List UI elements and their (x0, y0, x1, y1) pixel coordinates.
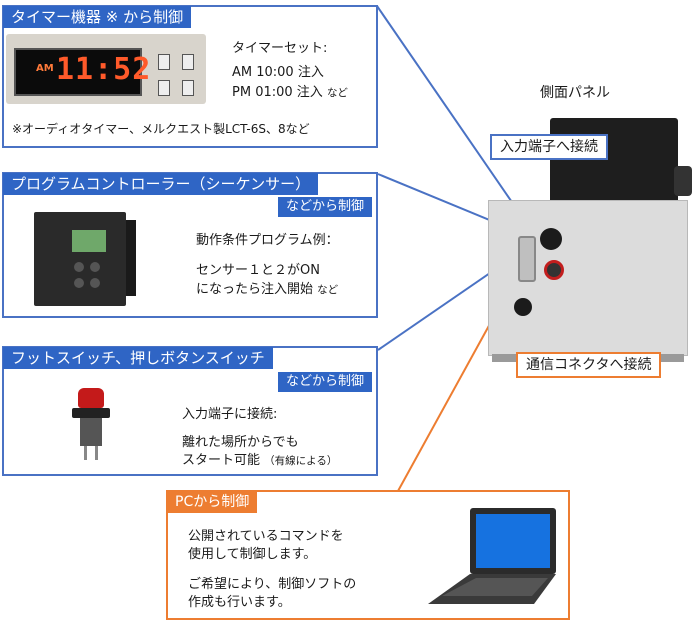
timer-display-ampm: AM (36, 63, 54, 74)
plc-button (90, 278, 100, 288)
timer-button (158, 54, 170, 70)
plc-line-2: になったら注入開始 など (196, 281, 338, 299)
timer-line-2: PM 01:00 注入 など (232, 84, 348, 102)
plc-button (74, 278, 84, 288)
pushbutton-collar (72, 408, 110, 418)
timer-note: ※オーディオタイマー、メルクエスト製LCT-6S、8など (12, 122, 310, 136)
comm-callout: 通信コネクタへ接続 (516, 352, 662, 378)
laptop-screen (476, 514, 550, 568)
plc-body (34, 212, 126, 306)
pushbutton-body (80, 418, 102, 446)
pc-line-3: ご希望により、制御ソフトの (188, 577, 357, 592)
plc-device-image (26, 206, 142, 310)
plc-terminal (126, 220, 136, 296)
timer-line-2-suffix: など (326, 87, 348, 99)
switch-line-1: 離れた場所からでも (182, 435, 299, 450)
black-terminal (514, 298, 532, 316)
plc-line-2-suffix: など (317, 284, 339, 296)
pushbutton-cap (78, 388, 104, 408)
timer-device-image: AM 11:52 (6, 34, 206, 104)
pc-line-2: 使用して制御します。 (188, 547, 317, 562)
plc-line-1: センサー１と２がON (196, 263, 320, 278)
input-terminal (540, 228, 562, 250)
switch-line-2-suffix: （有線による） (264, 455, 338, 467)
timer-line-1: AM 10:00 注入 (232, 65, 324, 80)
timer-display-time: 11:52 (56, 52, 152, 87)
plc-button (90, 262, 100, 272)
timer-button (182, 80, 194, 96)
switch-title: フットスイッチ、押しボタンスイッチ (3, 347, 273, 369)
pushbutton-image (66, 384, 116, 470)
plc-line-2-text: になったら注入開始 (196, 282, 314, 297)
laptop-image (428, 508, 556, 604)
input-callout: 入力端子へ接続 (490, 134, 608, 160)
side-panel-label: 側面パネル (540, 85, 610, 101)
red-terminal (544, 260, 564, 280)
plc-button (74, 262, 84, 272)
timer-display: AM 11:52 (14, 48, 150, 96)
timer-set-label: タイマーセット: (232, 41, 328, 56)
pc-line-1: 公開されているコマンドを (188, 529, 344, 544)
switch-line-2: スタート可能 （有線による） (182, 452, 337, 470)
pc-title: PCから制御 (167, 491, 258, 513)
plc-title: プログラムコントローラー（シーケンサー） (3, 173, 319, 195)
switch-line-2-text: スタート可能 (182, 453, 261, 468)
timer-title: タイマー機器 ※ から制御 (3, 6, 192, 28)
comm-connector (518, 236, 536, 282)
pushbutton-pin (84, 446, 87, 460)
plc-screen (72, 230, 106, 252)
device-knob (674, 166, 692, 196)
plc-sub: などから制御 (278, 197, 373, 217)
switch-conn-label: 入力端子に接続: (182, 407, 278, 422)
pushbutton-pin (95, 446, 98, 460)
laptop-keyboard (442, 578, 548, 596)
device-top-unit (550, 118, 678, 204)
plc-example-label: 動作条件プログラム例： (196, 233, 339, 248)
timer-button (158, 80, 170, 96)
switch-sub: などから制御 (278, 372, 373, 392)
timer-button (182, 54, 194, 70)
pc-line-4: 作成も行います。 (188, 595, 291, 610)
timer-line-2-text: PM 01:00 注入 (232, 85, 323, 100)
